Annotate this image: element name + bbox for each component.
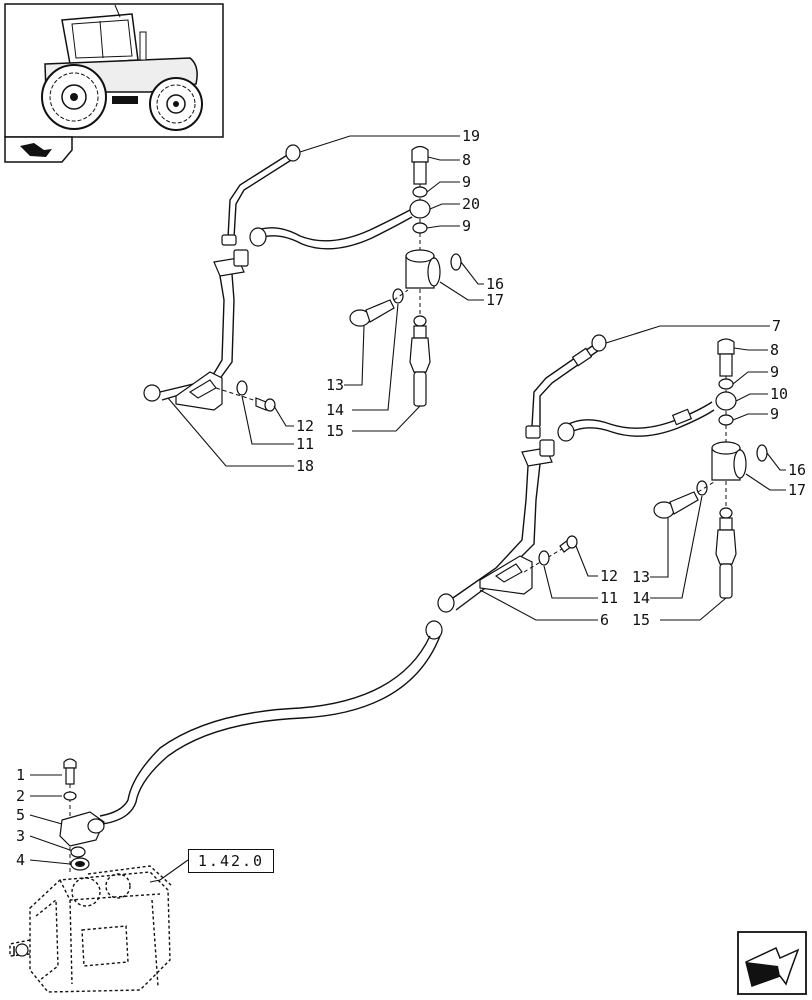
callout-11: 11: [296, 435, 314, 453]
callout-9: 9: [770, 363, 779, 381]
callout-12: 12: [600, 567, 618, 585]
callout-14: 14: [326, 401, 344, 419]
leader-lines: [29, 135, 786, 883]
callout-18: 18: [296, 457, 314, 475]
callout-15: 15: [326, 422, 344, 440]
right-pipe-assembly: [99, 334, 768, 825]
callout-9: 9: [462, 217, 471, 235]
callout-7: 7: [772, 317, 781, 335]
callout-16: 16: [486, 275, 504, 293]
callout-11: 11: [600, 589, 618, 607]
callout-8: 8: [462, 151, 471, 169]
callout-15: 15: [632, 611, 650, 629]
callout-16: 16: [788, 461, 806, 479]
callout-17: 17: [788, 481, 806, 499]
next-page-arrow-icon[interactable]: [737, 931, 807, 995]
callout-8: 8: [770, 341, 779, 359]
callout-19: 19: [462, 127, 480, 145]
injection-pump-outline: [9, 865, 173, 993]
upper-left-pipe-assembly: [143, 144, 462, 412]
reference-section-box[interactable]: 1.42.0: [188, 849, 274, 873]
callout-9: 9: [462, 173, 471, 191]
callout-17: 17: [486, 291, 504, 309]
callout-3: 3: [16, 827, 25, 845]
callout-20: 20: [462, 195, 480, 213]
tractor-thumbnail-icon: [4, 3, 224, 138]
callout-10: 10: [770, 385, 788, 403]
callout-12: 12: [296, 417, 314, 435]
callout-13: 13: [632, 568, 650, 586]
pump-connection-assembly: [59, 758, 105, 872]
callout-14: 14: [632, 589, 650, 607]
callout-2: 2: [16, 787, 25, 805]
callout-labels: 19 8 9 20 9 16 17 13 14 15 12 11 18 7 8 …: [16, 127, 806, 869]
callout-4: 4: [16, 851, 25, 869]
callout-5: 5: [16, 806, 25, 824]
callout-13: 13: [326, 376, 344, 394]
section-arrow-icon: [4, 136, 73, 163]
callout-6: 6: [600, 611, 609, 629]
callout-1: 1: [16, 766, 25, 784]
callout-9: 9: [770, 405, 779, 423]
